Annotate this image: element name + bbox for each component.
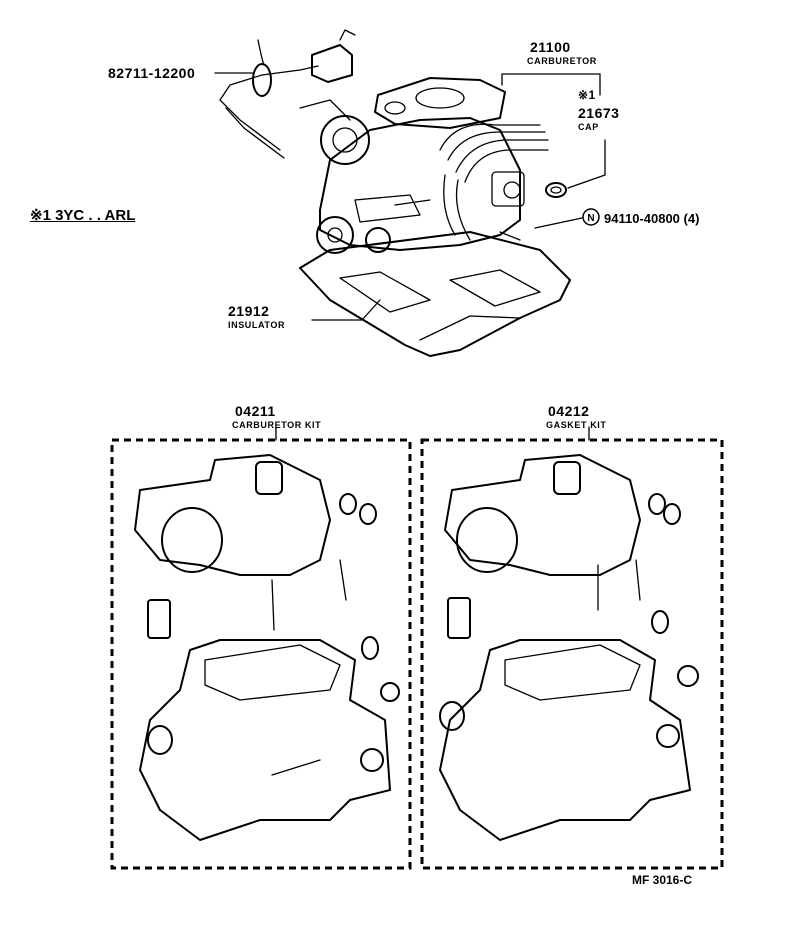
cap-part-name: CAP <box>578 122 599 132</box>
carburetor-kit-box <box>110 438 412 870</box>
gasket-kit-number: 04212 <box>548 403 590 419</box>
kit-parts-drawing-left <box>134 454 400 841</box>
gasket-kit-name: GASKET KIT <box>546 420 607 430</box>
cap-part-number: 21673 <box>578 105 620 121</box>
variant-note: ※1 3YC . . ARL <box>30 207 136 224</box>
carburetor-kit-name: CARBURETOR KIT <box>232 420 322 430</box>
cap-variant-mark: ※1 <box>578 88 596 102</box>
carburetor-part-number: 21100 <box>530 39 571 55</box>
insulator-part-name: INSULATOR <box>228 320 286 330</box>
gasket-kit-box <box>420 438 724 870</box>
nut-part-number: 94110-40800 (4) <box>604 211 700 226</box>
insulator-part-number: 21912 <box>228 303 270 319</box>
kit-parts-drawing-right <box>439 454 699 841</box>
connector-part-number: 82711-12200 <box>108 65 196 81</box>
carburetor-assembly-drawing <box>219 29 571 357</box>
nut-symbol-icon: N <box>582 208 600 226</box>
figure-code: MF 3016-C <box>632 873 693 887</box>
svg-text:N: N <box>587 213 594 224</box>
leader-lines-top <box>214 72 606 321</box>
carburetor-part-name: CARBURETOR <box>527 56 597 66</box>
carburetor-kit-number: 04211 <box>235 403 276 419</box>
